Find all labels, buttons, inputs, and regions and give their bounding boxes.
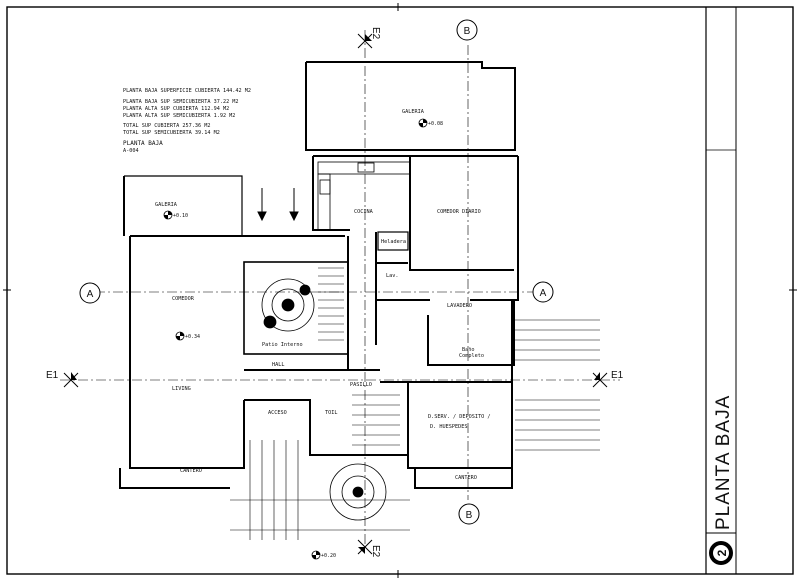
sheet-number: 2 (715, 549, 729, 556)
svg-text:E2: E2 (370, 545, 381, 558)
axis-markers: A A B B (79, 19, 554, 525)
area-line-6: TOTAL SUP SEMICUBIERTA 39.14 M2 (123, 130, 220, 136)
room-galeria-left: GALERIA (155, 202, 178, 208)
room-huespedes: D. HUESPEDES (430, 424, 467, 430)
svg-text:B: B (466, 510, 473, 521)
axis-marker-b-top: B (456, 19, 478, 41)
plan-name: PLANTA BAJA (123, 140, 163, 147)
room-living: LIVING (172, 386, 191, 392)
level-marker-galeria-left: +0.10 (163, 210, 188, 220)
room-labels: GALERIA GALERIA COCINA COMEDOR DIARIO He… (155, 109, 490, 481)
room-comedor: COMEDOR (172, 296, 195, 302)
patio-plant (261, 278, 315, 332)
section-marker-e2-top: E2 (357, 27, 381, 49)
room-bano: Baño (462, 347, 475, 353)
svg-text:E2: E2 (370, 27, 381, 40)
sheet-title: PLANTA BAJA (713, 395, 734, 530)
room-comedor-diario: COMEDOR DIARIO (437, 209, 481, 215)
room-heladera: Heladera (381, 239, 406, 245)
level-marker-bottom: +0.20 (311, 550, 336, 560)
room-galeria-top: GALERIA (402, 109, 425, 115)
svg-text:E1: E1 (46, 370, 59, 381)
room-patio: Patio Interno (262, 342, 303, 348)
area-line-4: PLANTA ALTA SUP SEMICUBIERTA 1.92 M2 (123, 113, 235, 119)
svg-text:+0.20: +0.20 (321, 553, 336, 559)
room-cocina: COCINA (354, 209, 374, 215)
room-cantero-left: CANTERO (180, 468, 202, 474)
svg-text:A: A (87, 289, 94, 300)
section-lines (60, 30, 620, 548)
room-pasillo: PASILLO (350, 382, 372, 388)
section-marker-e1-left: E1 (46, 370, 79, 388)
level-markers: +0.08 +0.10 +0.34 +0.20 (163, 118, 443, 560)
section-markers: E1 E1 E2 E2 (46, 27, 624, 558)
room-toil: TOIL (325, 410, 338, 416)
pergola-lines (230, 319, 600, 540)
area-line-2: PLANTA BAJA SUP SEMICUBIERTA 37.22 M2 (123, 99, 239, 105)
axis-marker-a-right: A (532, 281, 554, 303)
area-line-1: PLANTA BAJA SUPERFICIE CUBIERTA 144.42 M… (123, 88, 251, 94)
plan-code: A-004 (123, 148, 139, 154)
entry-arrows (257, 188, 299, 222)
border-ticks (3, 3, 797, 578)
svg-text:E1: E1 (611, 370, 624, 381)
room-acceso: ACCESO (268, 410, 287, 416)
axis-marker-a-left: A (79, 282, 101, 304)
room-completo: Completo (459, 353, 484, 359)
kitchen-counters (317, 161, 411, 231)
area-line-5: TOTAL SUP CUBIERTA 257.36 M2 (123, 123, 210, 129)
svg-text:+0.34: +0.34 (185, 334, 200, 340)
room-dserv: D.SERV. / DEPOSITO / (428, 414, 490, 420)
level-marker-galeria-top: +0.08 (418, 118, 443, 128)
section-marker-e2-bottom: E2 (357, 539, 381, 558)
level-marker-comedor: +0.34 (175, 331, 200, 341)
area-schedule: PLANTA BAJA SUPERFICIE CUBIERTA 144.42 M… (123, 88, 251, 154)
svg-text:+0.08: +0.08 (428, 121, 443, 127)
section-marker-e1-right: E1 (592, 370, 624, 388)
garden-plant (329, 463, 387, 521)
stairs (318, 267, 400, 446)
room-lav: Lav. (386, 273, 399, 279)
title-block: PLANTA BAJA 2 (705, 7, 737, 574)
svg-text:+0.10: +0.10 (173, 213, 188, 219)
walls (119, 61, 519, 489)
area-line-3: PLANTA ALTA SUP CUBIERTA 112.94 M2 (123, 106, 229, 112)
room-lavadero: LAVADERO (447, 303, 472, 309)
room-cantero-right: CANTERO (455, 475, 477, 481)
svg-text:B: B (464, 26, 471, 37)
room-hall: HALL (272, 362, 285, 368)
svg-text:A: A (540, 288, 547, 299)
axis-marker-b-bottom: B (458, 503, 480, 525)
